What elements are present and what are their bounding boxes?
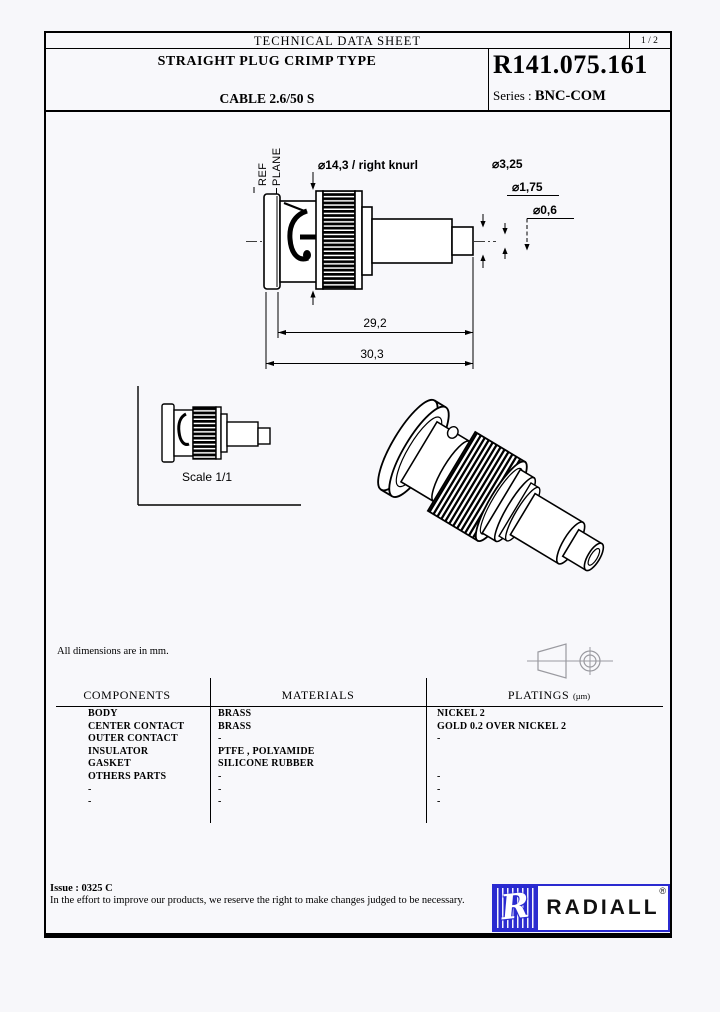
table-cell: PTFE , POLYAMIDE (218, 745, 315, 757)
table-cell: BODY (88, 708, 118, 719)
sheet-title: TECHNICAL DATA SHEET (253, 34, 422, 48)
table-header-rule (56, 706, 663, 707)
isometric-view-drawing (377, 398, 605, 572)
table-divider-2 (426, 678, 427, 823)
product-title: STRAIGHT PLUG CRIMP TYPE (157, 54, 377, 69)
table-cell: GOLD 0.2 OVER NICKEL 2 (437, 720, 567, 732)
series-line: Series : BNC-COM (493, 88, 669, 105)
table-cell: INSULATOR (88, 745, 149, 757)
table-cell (437, 746, 566, 759)
dim-contact-od-label: ⌀1,75 (512, 180, 543, 194)
side-view-drawing: REF PLANE ⌀14,3 / right knurl (246, 147, 574, 369)
table-cell: - (437, 783, 441, 795)
series-value: BNC-COM (534, 88, 606, 104)
page-cell-divider (629, 31, 630, 48)
dim-length-total-label: 30,3 (360, 347, 384, 361)
table-cell: - (437, 733, 441, 745)
part-number: R141.075.161 (493, 50, 648, 79)
ref-plane-label-1: REF (257, 163, 269, 187)
title-block-divider (488, 48, 489, 110)
components-column: BODY CENTER CONTACT OUTER CONTACT INSULA… (88, 708, 184, 809)
page-number: 1 / 2 (641, 36, 658, 46)
column-header-components: COMPONENTS (83, 688, 171, 702)
table-cell: - (437, 796, 441, 808)
table-cell: - (218, 796, 222, 808)
body-step (361, 206, 373, 276)
scale-label: Scale 1/1 (182, 470, 232, 484)
dim-knurl-od-label: ⌀14,3 / right knurl (318, 158, 418, 172)
dim-ferrule-od-label: ⌀3,25 (492, 157, 523, 171)
table-cell: - (218, 770, 222, 782)
column-header-platings: PLATINGS (µm) (507, 688, 591, 702)
table-cell: SILICONE RUBBER (218, 758, 315, 770)
rear-body (371, 218, 453, 264)
table-cell: - (437, 770, 441, 782)
platings-column: NICKEL 2 GOLD 0.2 OVER NICKEL 2 - - - - (437, 708, 566, 809)
table-cell: BRASS (218, 708, 252, 719)
table-cell: - (218, 733, 222, 745)
table-cell: OTHERS PARTS (88, 770, 167, 782)
bayonet-pin (303, 250, 311, 260)
header-rule (46, 48, 670, 49)
scale-view-drawing: Scale 1/1 (137, 386, 301, 506)
dim-length-inner-label: 29,2 (363, 316, 387, 330)
registered-mark: ® (659, 886, 666, 896)
issue-label: Issue : 0325 C (50, 883, 113, 894)
title-block-rule (46, 110, 670, 112)
table-cell: BRASS (218, 720, 252, 732)
document-frame (44, 31, 672, 938)
table-cell: NICKEL 2 (437, 708, 486, 719)
emblem-letter: R (498, 886, 532, 929)
series-label: Series : (493, 88, 532, 103)
disclaimer-text: In the effort to improve our products, w… (50, 895, 465, 906)
radiall-emblem-icon: R (494, 886, 538, 930)
knurled-nut (322, 190, 356, 290)
table-cell: - (218, 783, 222, 795)
radiall-logo: R RADIALL ® (492, 884, 670, 932)
table-cell: CENTER CONTACT (88, 720, 185, 732)
dim-bore-label: ⌀0,6 (533, 203, 557, 217)
table-cell (437, 758, 566, 771)
table-divider-1 (210, 678, 211, 823)
ref-plane-label-2: PLANE (271, 147, 283, 186)
column-header-materials: MATERIALS (281, 688, 355, 702)
units-note: All dimensions are in mm. (57, 646, 169, 657)
table-cell: - (88, 796, 92, 808)
platings-unit: (µm) (572, 691, 591, 701)
table-cell: GASKET (88, 758, 131, 770)
materials-column: BRASS BRASS - PTFE , POLYAMIDE SILICONE … (218, 708, 315, 809)
table-cell: OUTER CONTACT (88, 733, 178, 745)
product-subtitle: CABLE 2.6/50 S (219, 91, 315, 106)
flange (263, 193, 281, 290)
crimp-ferrule (451, 226, 474, 256)
bayonet-slot (287, 208, 309, 262)
brand-wordmark: RADIALL (546, 896, 660, 919)
first-angle-projection-icon (527, 643, 613, 679)
table-cell: - (88, 783, 92, 795)
